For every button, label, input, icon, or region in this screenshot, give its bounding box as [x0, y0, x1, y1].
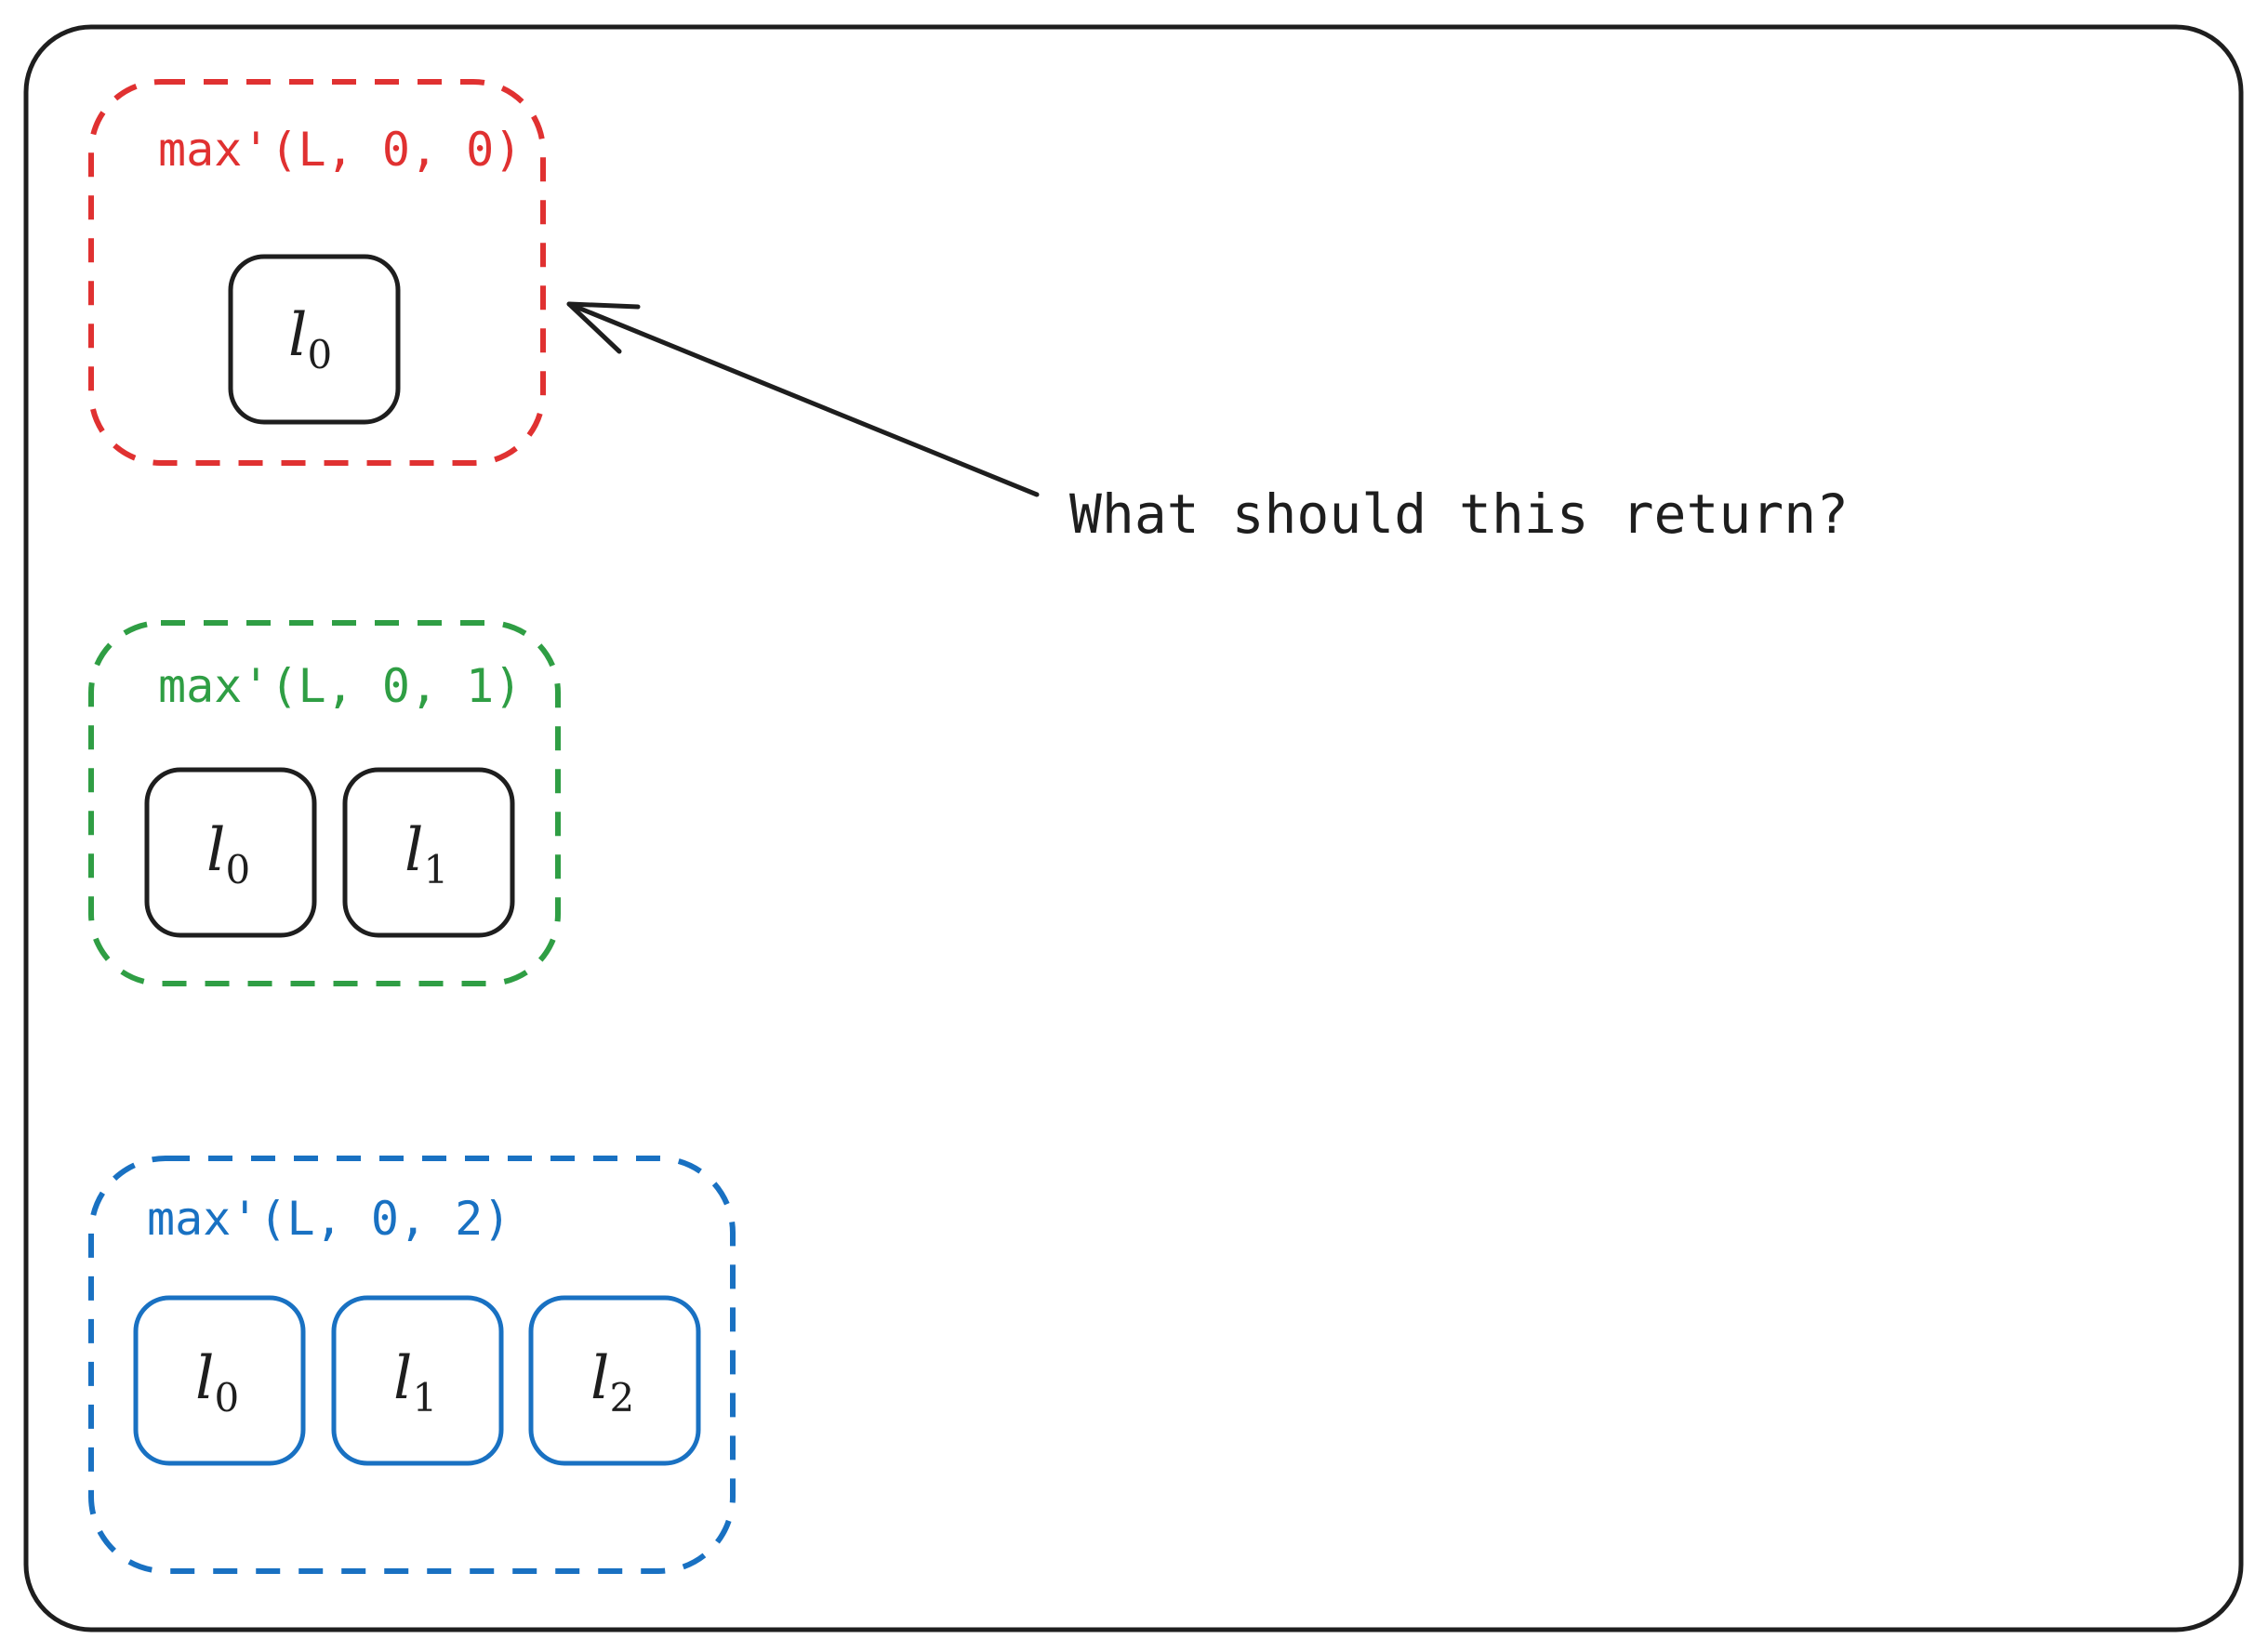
- group-max-0-1: max'(L, 0, 1) l0 l1: [88, 620, 561, 986]
- arrow-head: [566, 301, 641, 354]
- svg-text:l1: l1: [405, 816, 448, 892]
- arrow-shaft: [566, 301, 1040, 497]
- group-boundary-blue: [88, 1156, 736, 1574]
- group-label-red: max'(L, 0, 0): [158, 123, 522, 177]
- group-max-0-2: max'(L, 0, 2) l0 l1 l2: [88, 1156, 736, 1574]
- group-max-0-0: max'(L, 0, 0) l0: [88, 79, 546, 466]
- annotation-arrow: [566, 301, 1040, 497]
- annotation-text: What should this return?: [1069, 482, 1849, 546]
- svg-text:l0: l0: [206, 816, 250, 892]
- group-label-green: max'(L, 0, 1): [158, 659, 522, 713]
- cell-l1: l1: [331, 1295, 504, 1466]
- group-label-blue: max'(L, 0, 2): [147, 1192, 511, 1246]
- svg-text:l0: l0: [288, 301, 332, 377]
- cell-l0: l0: [144, 767, 317, 938]
- cell-l2: l2: [528, 1295, 701, 1466]
- cell-l0: l0: [228, 254, 401, 425]
- cell-l1: l1: [342, 767, 515, 938]
- svg-text:l1: l1: [393, 1344, 437, 1421]
- outer-frame: [23, 24, 2244, 1632]
- cell-l0: l0: [133, 1295, 306, 1466]
- svg-text:l0: l0: [195, 1344, 239, 1421]
- svg-text:l2: l2: [590, 1344, 634, 1421]
